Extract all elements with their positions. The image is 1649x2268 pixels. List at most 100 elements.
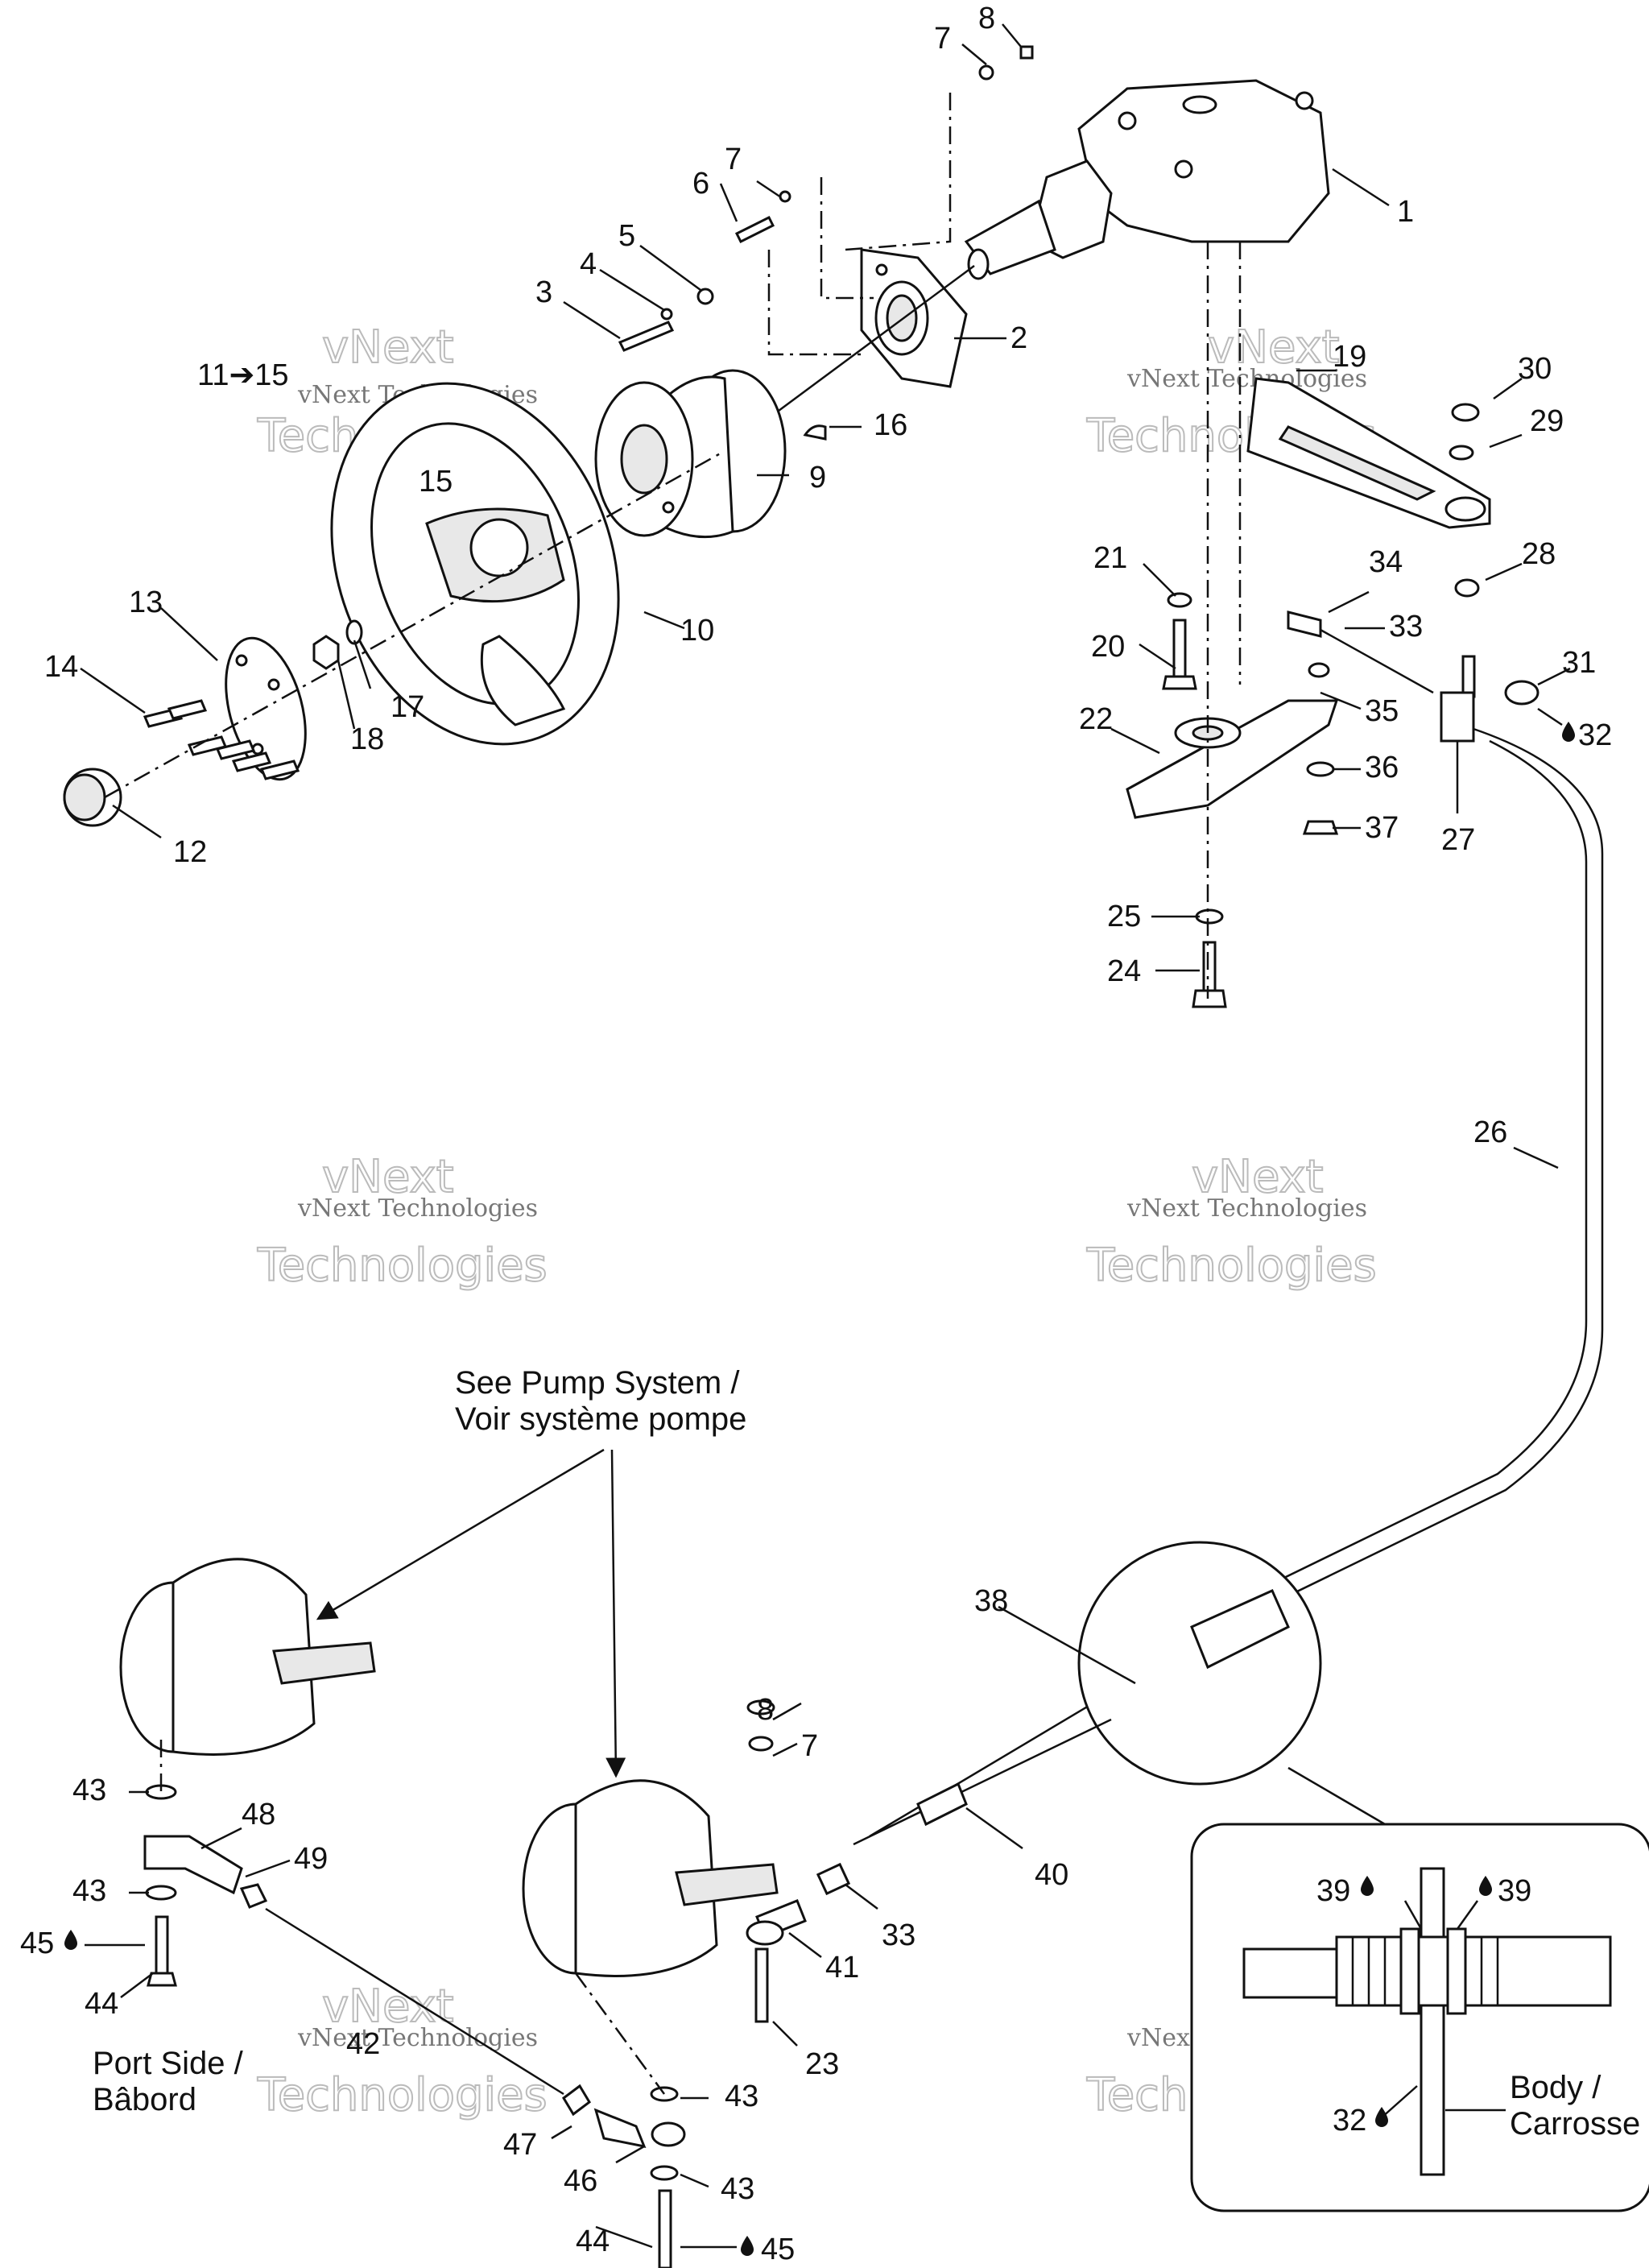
label-part-30: 30 — [1518, 352, 1552, 386]
watermark-5: vNext vNext Technologies Technologies — [256, 1980, 548, 2122]
label-part-15: 15 — [419, 465, 453, 499]
drop-icon — [64, 1930, 77, 1950]
shaft-axis — [756, 264, 975, 428]
horn-cap — [63, 768, 122, 827]
label-part-12: 12 — [173, 835, 207, 869]
tie-rod — [159, 1740, 686, 2268]
label-part-37: 37 — [1365, 811, 1399, 845]
watermark-4: vNext vNext Technologies Technologies — [1085, 1150, 1378, 1293]
watermark-text: vNext Technologies — [297, 2024, 538, 2052]
wheel-axis — [104, 449, 725, 799]
watermark-text: vNext Technologies — [1126, 1194, 1367, 1223]
label-part-43: 43 — [721, 2172, 754, 2206]
label-part-7: 7 — [725, 143, 742, 176]
label-part-23: 23 — [805, 2047, 839, 2081]
label-part-41: 41 — [825, 1951, 859, 1984]
label-part-11-15: 11➔15 — [197, 358, 289, 392]
label-part-14: 14 — [44, 650, 78, 684]
see-pump-note-line2: Voir système pompe — [455, 1401, 746, 1437]
detail-inset — [1190, 1823, 1649, 2212]
label-part-33: 33 — [1389, 610, 1423, 644]
pump-arrow-upper — [316, 1448, 605, 1620]
fasteners-top — [618, 45, 1034, 356]
label-part-4: 4 — [580, 247, 597, 281]
label-part-8: 8 — [757, 1693, 774, 1727]
label-part-25: 25 — [1107, 900, 1141, 933]
label-part-38: 38 — [974, 1584, 1008, 1618]
watermark-text: Technologies — [257, 2069, 548, 2121]
watermark-3: vNext vNext Technologies Technologies — [256, 1150, 548, 1293]
port-side-note-line1: Port Side / — [93, 2046, 244, 2081]
part-labels: 1 2 3 4 5 6 7 7 8 9 10 11➔15 12 13 14 15… — [20, 2, 1612, 2266]
label-part-43: 43 — [725, 2080, 758, 2113]
pump-nozzle-lower — [522, 1699, 807, 2023]
steering-hub — [594, 369, 827, 539]
label-part-5: 5 — [618, 219, 635, 253]
body-note-line1: Body / — [1510, 2070, 1601, 2105]
label-part-28: 28 — [1522, 537, 1556, 571]
drop-icon — [1562, 722, 1575, 742]
label-part-43: 43 — [72, 1874, 106, 1908]
label-part-3: 3 — [535, 275, 552, 309]
label-part-18: 18 — [350, 722, 384, 756]
label-part-43: 43 — [72, 1773, 106, 1807]
label-part-8: 8 — [978, 2, 995, 35]
label-part-39-left: 39 — [1316, 1874, 1374, 1908]
label-part-49: 49 — [294, 1842, 328, 1876]
lower-cable — [816, 1782, 968, 1896]
watermark-text: Technologies — [257, 1240, 548, 1292]
port-side-note-line2: Bâbord — [93, 2082, 196, 2117]
upper-bracket — [1246, 377, 1491, 529]
watermark-text: vNext — [322, 1151, 454, 1203]
label-part-44: 44 — [85, 1987, 118, 2021]
label-part-32-inset: 32 — [1333, 2104, 1388, 2138]
label-part-39-right: 39 — [1479, 1874, 1531, 1908]
watermark-text: vNext — [322, 1980, 454, 2033]
label-part-45-left: 45 — [20, 1927, 77, 1960]
label-part-39: 39 — [1498, 1874, 1531, 1908]
label-part-42: 42 — [346, 2027, 380, 2061]
label-part-47: 47 — [503, 2128, 537, 2162]
watermark-text: vNext Technologies — [1126, 365, 1367, 393]
label-part-29: 29 — [1530, 404, 1564, 438]
pump-arrow-lower — [605, 1449, 626, 1778]
watermark-text: Technologies — [1086, 1240, 1377, 1292]
label-part-17: 17 — [391, 690, 424, 724]
notes: See Pump System / Voir système pompe Por… — [93, 1365, 1640, 2142]
label-part-9: 9 — [809, 461, 826, 495]
label-part-45: 45 — [20, 1927, 54, 1960]
leader-lines — [80, 23, 1571, 2249]
label-part-32: 32 — [1333, 2104, 1366, 2138]
label-part-7: 7 — [801, 1729, 818, 1763]
watermark-text: vNext — [1208, 321, 1340, 374]
cable-end-assembly — [869, 610, 1604, 1838]
label-part-45-bottom: 45 — [741, 2233, 795, 2266]
label-part-40: 40 — [1035, 1858, 1068, 1892]
label-part-31: 31 — [1562, 646, 1596, 680]
label-part-20: 20 — [1091, 630, 1125, 664]
label-part-34: 34 — [1369, 545, 1403, 579]
label-part-39: 39 — [1316, 1874, 1350, 1908]
label-part-16: 16 — [874, 408, 907, 442]
hub-adapter — [143, 619, 363, 781]
detail-magnifier — [853, 1541, 1386, 1846]
label-part-32-with-drop: 32 — [1562, 718, 1612, 752]
lower-bracket — [1126, 699, 1339, 819]
label-part-24: 24 — [1107, 954, 1141, 988]
label-part-26: 26 — [1473, 1115, 1507, 1149]
label-part-6: 6 — [692, 167, 709, 201]
see-pump-note-line1: See Pump System / — [455, 1365, 740, 1401]
label-part-22: 22 — [1079, 702, 1113, 736]
label-part-13: 13 — [129, 586, 163, 619]
watermark-text: vNext — [1192, 1151, 1324, 1203]
label-part-32: 32 — [1578, 718, 1612, 752]
label-part-44: 44 — [576, 2225, 610, 2258]
label-part-19: 19 — [1333, 340, 1366, 374]
label-part-7: 7 — [934, 22, 951, 56]
watermark-text: vNext — [322, 321, 454, 374]
label-part-35: 35 — [1365, 694, 1399, 728]
body-note-line2: Carrosse — [1510, 2106, 1640, 2142]
label-part-27: 27 — [1441, 823, 1475, 857]
label-part-33: 33 — [882, 1918, 915, 1952]
